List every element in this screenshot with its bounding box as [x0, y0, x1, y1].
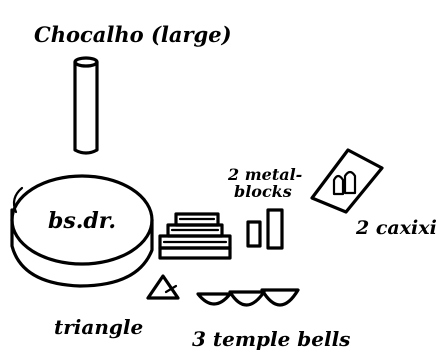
label-triangle: triangle — [54, 315, 143, 339]
label-metal-blocks-line2: blocks — [234, 182, 292, 201]
temple-bells-shape — [198, 290, 298, 305]
label-bass-drum: bs.dr. — [48, 208, 116, 234]
label-temple-bells: 3 temple bells — [192, 327, 350, 351]
label-chocalho: Chocalho (large) — [34, 22, 232, 47]
triangle-shape — [148, 276, 178, 298]
caxixi-shape — [312, 150, 382, 212]
stacked-blocks-shape — [160, 214, 230, 258]
chocalho-shape — [75, 58, 97, 153]
label-caxixi: 2 caxixi — [355, 217, 437, 239]
metal-blocks-shape — [248, 210, 282, 248]
